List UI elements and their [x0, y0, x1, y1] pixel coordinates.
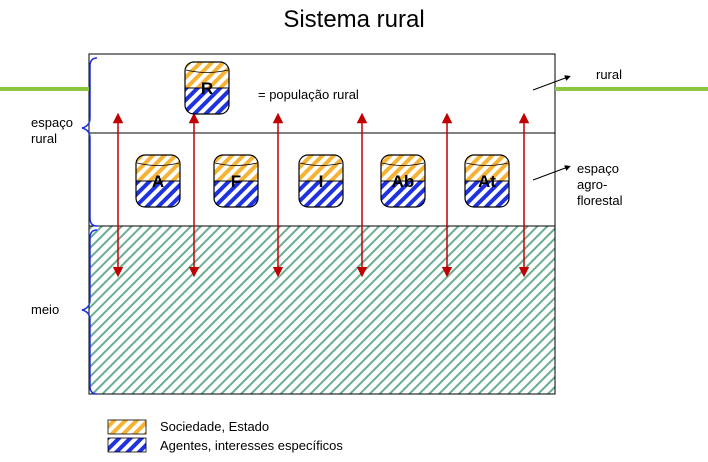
- legend-swatch-blue: [107, 437, 147, 453]
- drum-label: At: [478, 172, 496, 191]
- drum-ab: Ab: [380, 154, 426, 208]
- drum-i: I: [298, 154, 344, 208]
- rural-pointer-arrow: [532, 75, 571, 91]
- legend-swatch-orange: [107, 419, 147, 435]
- meio-label: meio: [31, 302, 60, 317]
- rural-population-label: = população rural: [258, 87, 359, 102]
- drum-label: F: [231, 172, 241, 191]
- drum-at: At: [464, 154, 510, 208]
- brace-meio: [81, 229, 98, 395]
- drum-label: Ab: [392, 172, 415, 191]
- agroforestal-pointer-arrow: [532, 165, 571, 181]
- legend-label-agentes: Agentes, interesses específicos: [160, 438, 343, 453]
- drum-r: R: [184, 61, 230, 115]
- drum-label: I: [319, 172, 324, 191]
- espaco-rural-label: espaço rural: [31, 115, 73, 146]
- drum-f: F: [213, 154, 259, 208]
- drum-a: A: [135, 154, 181, 208]
- espaco-agroflorestal-label: espaço agro- florestal: [577, 161, 623, 208]
- legend-label-sociedade: Sociedade, Estado: [160, 419, 270, 434]
- drum-label: A: [152, 172, 164, 191]
- rural-population-box: [88, 53, 556, 134]
- drum-label: R: [201, 79, 213, 98]
- meio-box: [88, 225, 556, 395]
- rural-label: rural: [596, 67, 623, 82]
- brace-espaco-rural: [81, 57, 98, 227]
- diagram-title: Sistema rural: [283, 6, 425, 33]
